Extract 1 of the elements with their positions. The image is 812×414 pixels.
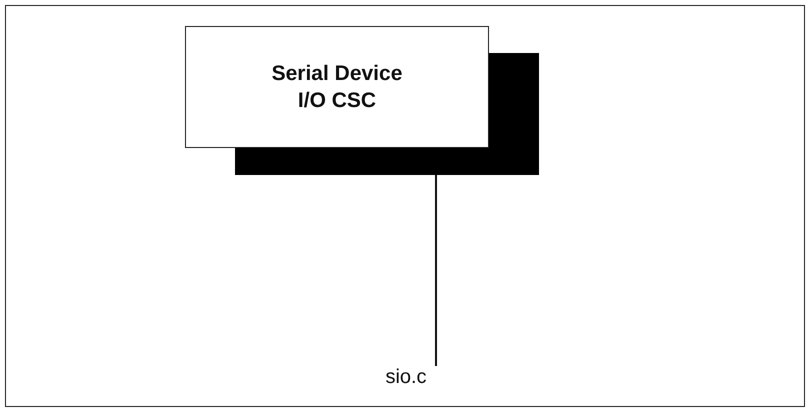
file-label: sio.c — [375, 366, 437, 392]
